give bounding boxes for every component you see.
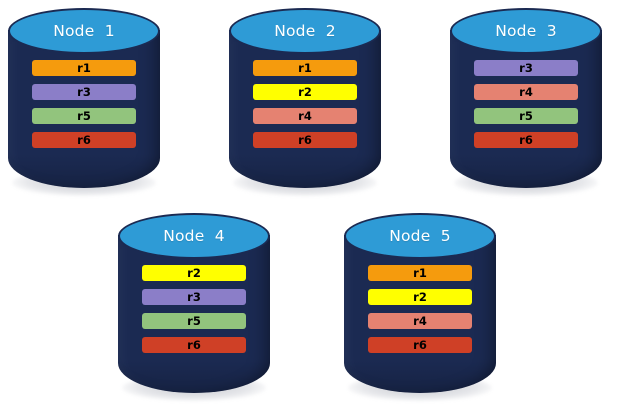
replica-list: r2 r3 r5 r6 xyxy=(142,265,246,353)
replica-list: r1 r3 r5 r6 xyxy=(32,60,136,148)
cylinder-top-disc xyxy=(450,8,602,54)
replica-bar-r1[interactable]: r1 xyxy=(32,60,136,76)
replica-list: r1 r2 r4 r6 xyxy=(368,265,472,353)
replica-bar-r4[interactable]: r4 xyxy=(253,108,357,124)
replica-bar-r6[interactable]: r6 xyxy=(32,132,136,148)
database-node-4[interactable]: Node 4 r2 r3 r5 r6 xyxy=(118,213,270,401)
replica-bar-r3[interactable]: r3 xyxy=(32,84,136,100)
replica-list: r3 r4 r5 r6 xyxy=(474,60,578,148)
replica-bar-r3[interactable]: r3 xyxy=(474,60,578,76)
replica-list: r1 r2 r4 r6 xyxy=(253,60,357,148)
replica-bar-r6[interactable]: r6 xyxy=(368,337,472,353)
database-node-1[interactable]: Node 1 r1 r3 r5 r6 xyxy=(8,8,160,196)
node-label: Node 3 xyxy=(495,22,557,40)
replica-bar-r6[interactable]: r6 xyxy=(253,132,357,148)
replica-bar-r1[interactable]: r1 xyxy=(368,265,472,281)
cylinder-top-disc xyxy=(229,8,381,54)
replica-bar-r1[interactable]: r1 xyxy=(253,60,357,76)
replica-bar-r6[interactable]: r6 xyxy=(142,337,246,353)
node-label: Node 5 xyxy=(389,227,451,245)
cylinder-top-disc xyxy=(8,8,160,54)
replica-bar-r4[interactable]: r4 xyxy=(474,84,578,100)
replica-bar-r5[interactable]: r5 xyxy=(32,108,136,124)
cylinder-top-disc xyxy=(344,213,496,259)
replica-bar-r2[interactable]: r2 xyxy=(142,265,246,281)
replica-bar-r6[interactable]: r6 xyxy=(474,132,578,148)
node-label: Node 2 xyxy=(274,22,336,40)
replica-bar-r2[interactable]: r2 xyxy=(368,289,472,305)
replica-bar-r4[interactable]: r4 xyxy=(368,313,472,329)
replica-bar-r5[interactable]: r5 xyxy=(142,313,246,329)
replica-bar-r5[interactable]: r5 xyxy=(474,108,578,124)
node-label: Node 4 xyxy=(163,227,225,245)
database-node-5[interactable]: Node 5 r1 r2 r4 r6 xyxy=(344,213,496,401)
node-label: Node 1 xyxy=(53,22,115,40)
database-node-3[interactable]: Node 3 r3 r4 r5 r6 xyxy=(450,8,602,196)
replica-bar-r3[interactable]: r3 xyxy=(142,289,246,305)
database-node-2[interactable]: Node 2 r1 r2 r4 r6 xyxy=(229,8,381,196)
replica-bar-r2[interactable]: r2 xyxy=(253,84,357,100)
cylinder-top-disc xyxy=(118,213,270,259)
